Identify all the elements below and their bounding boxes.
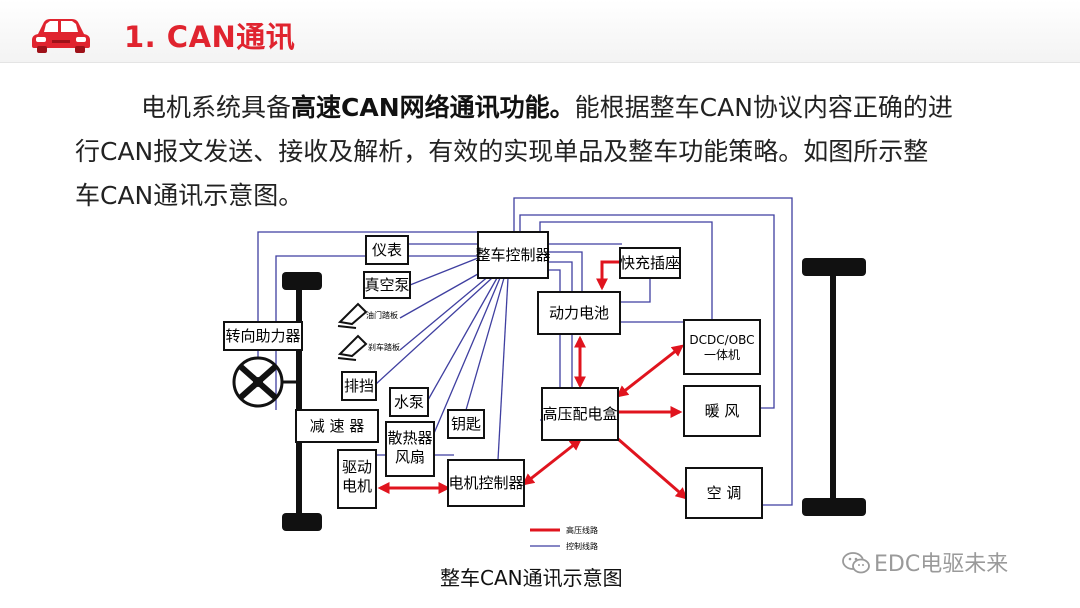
steering-assist-label: 转向助力器 bbox=[225, 327, 300, 345]
instrument-box bbox=[365, 235, 409, 265]
para-bold: 高速CAN网络通讯功能。 bbox=[291, 93, 575, 122]
air-conditioner-box bbox=[685, 467, 763, 519]
water-pump-box bbox=[389, 387, 429, 417]
vcu-box bbox=[477, 231, 549, 279]
hv-distribution-box bbox=[541, 387, 619, 441]
watermark-text: EDC电驱未来 bbox=[874, 552, 1009, 577]
gear-shift-label: 排挡 bbox=[344, 377, 374, 395]
slide-header: 1. CAN通讯 bbox=[0, 0, 1080, 63]
slide-title: 1. CAN通讯 bbox=[124, 20, 296, 54]
para-line3: 车CAN通讯示意图。 bbox=[75, 181, 304, 210]
para-line1-rest: 能根据整车CAN协议内容正确的进 bbox=[574, 93, 953, 122]
para-line2: 行CAN报文发送、接收及解析，有效的实现单品及整车功能策略。如图所示整 bbox=[75, 137, 929, 166]
left-axle bbox=[282, 272, 322, 531]
vacuum-pump-label: 真空泵 bbox=[364, 276, 409, 294]
key-box bbox=[447, 409, 485, 439]
throttle-pedal-label: 油门踏板 bbox=[366, 310, 398, 320]
vcu-label: 整车控制器 bbox=[475, 246, 550, 264]
wechat-icon bbox=[842, 552, 870, 574]
steering-assist-box bbox=[223, 321, 303, 351]
right-axle bbox=[802, 258, 866, 516]
key-label: 钥匙 bbox=[451, 415, 481, 433]
dcdc-obc-box bbox=[683, 319, 761, 375]
water-pump-label: 水泵 bbox=[394, 393, 424, 411]
legend-high-voltage-label: 高压线路 bbox=[566, 525, 598, 535]
diagram-caption: 整车CAN通讯示意图 bbox=[440, 566, 623, 590]
drive-motor-label: 驱动电机 bbox=[342, 458, 372, 495]
throttle-pedal-icon bbox=[337, 302, 368, 329]
heater-label: 暖 风 bbox=[705, 402, 740, 420]
motor-controller-label: 电机控制器 bbox=[448, 474, 523, 492]
legend-control-label: 控制线路 bbox=[566, 541, 598, 551]
fast-charge-socket-label: 快充插座 bbox=[620, 254, 680, 272]
gear-shift-box bbox=[341, 371, 377, 401]
fast-charge-socket-box bbox=[619, 247, 681, 279]
vacuum-pump-box bbox=[363, 271, 411, 299]
drive-motor-box bbox=[337, 449, 377, 509]
air-conditioner-label: 空 调 bbox=[707, 484, 742, 502]
brake-pedal-label: 刹车踏板 bbox=[368, 342, 400, 352]
steering-wheel-icon bbox=[232, 348, 298, 408]
high-voltage-lines bbox=[377, 260, 688, 500]
radiator-fan-box bbox=[385, 421, 435, 477]
reducer-label: 减 速 器 bbox=[310, 417, 365, 435]
reducer-box bbox=[295, 409, 379, 443]
brake-pedal-icon bbox=[337, 334, 368, 361]
legend: 高压线路 控制线路 bbox=[530, 525, 598, 551]
watermark: EDC电驱未来 bbox=[842, 546, 1008, 578]
heater-box bbox=[683, 385, 761, 437]
car-icon bbox=[32, 19, 90, 53]
hv-distribution-box-label: 高压配电盒 bbox=[542, 405, 617, 423]
para-lead: 电机系统具备 bbox=[141, 93, 292, 122]
power-battery-box bbox=[537, 291, 621, 335]
power-battery-label: 动力电池 bbox=[549, 304, 609, 322]
intro-paragraph: 电机系统具备高速CAN网络通讯功能。能根据整车CAN协议内容正确的进 行CAN报… bbox=[75, 86, 1035, 218]
motor-controller-box bbox=[447, 459, 525, 507]
instrument-label: 仪表 bbox=[372, 241, 402, 259]
radiator-fan-label: 散热器风扇 bbox=[387, 429, 432, 466]
